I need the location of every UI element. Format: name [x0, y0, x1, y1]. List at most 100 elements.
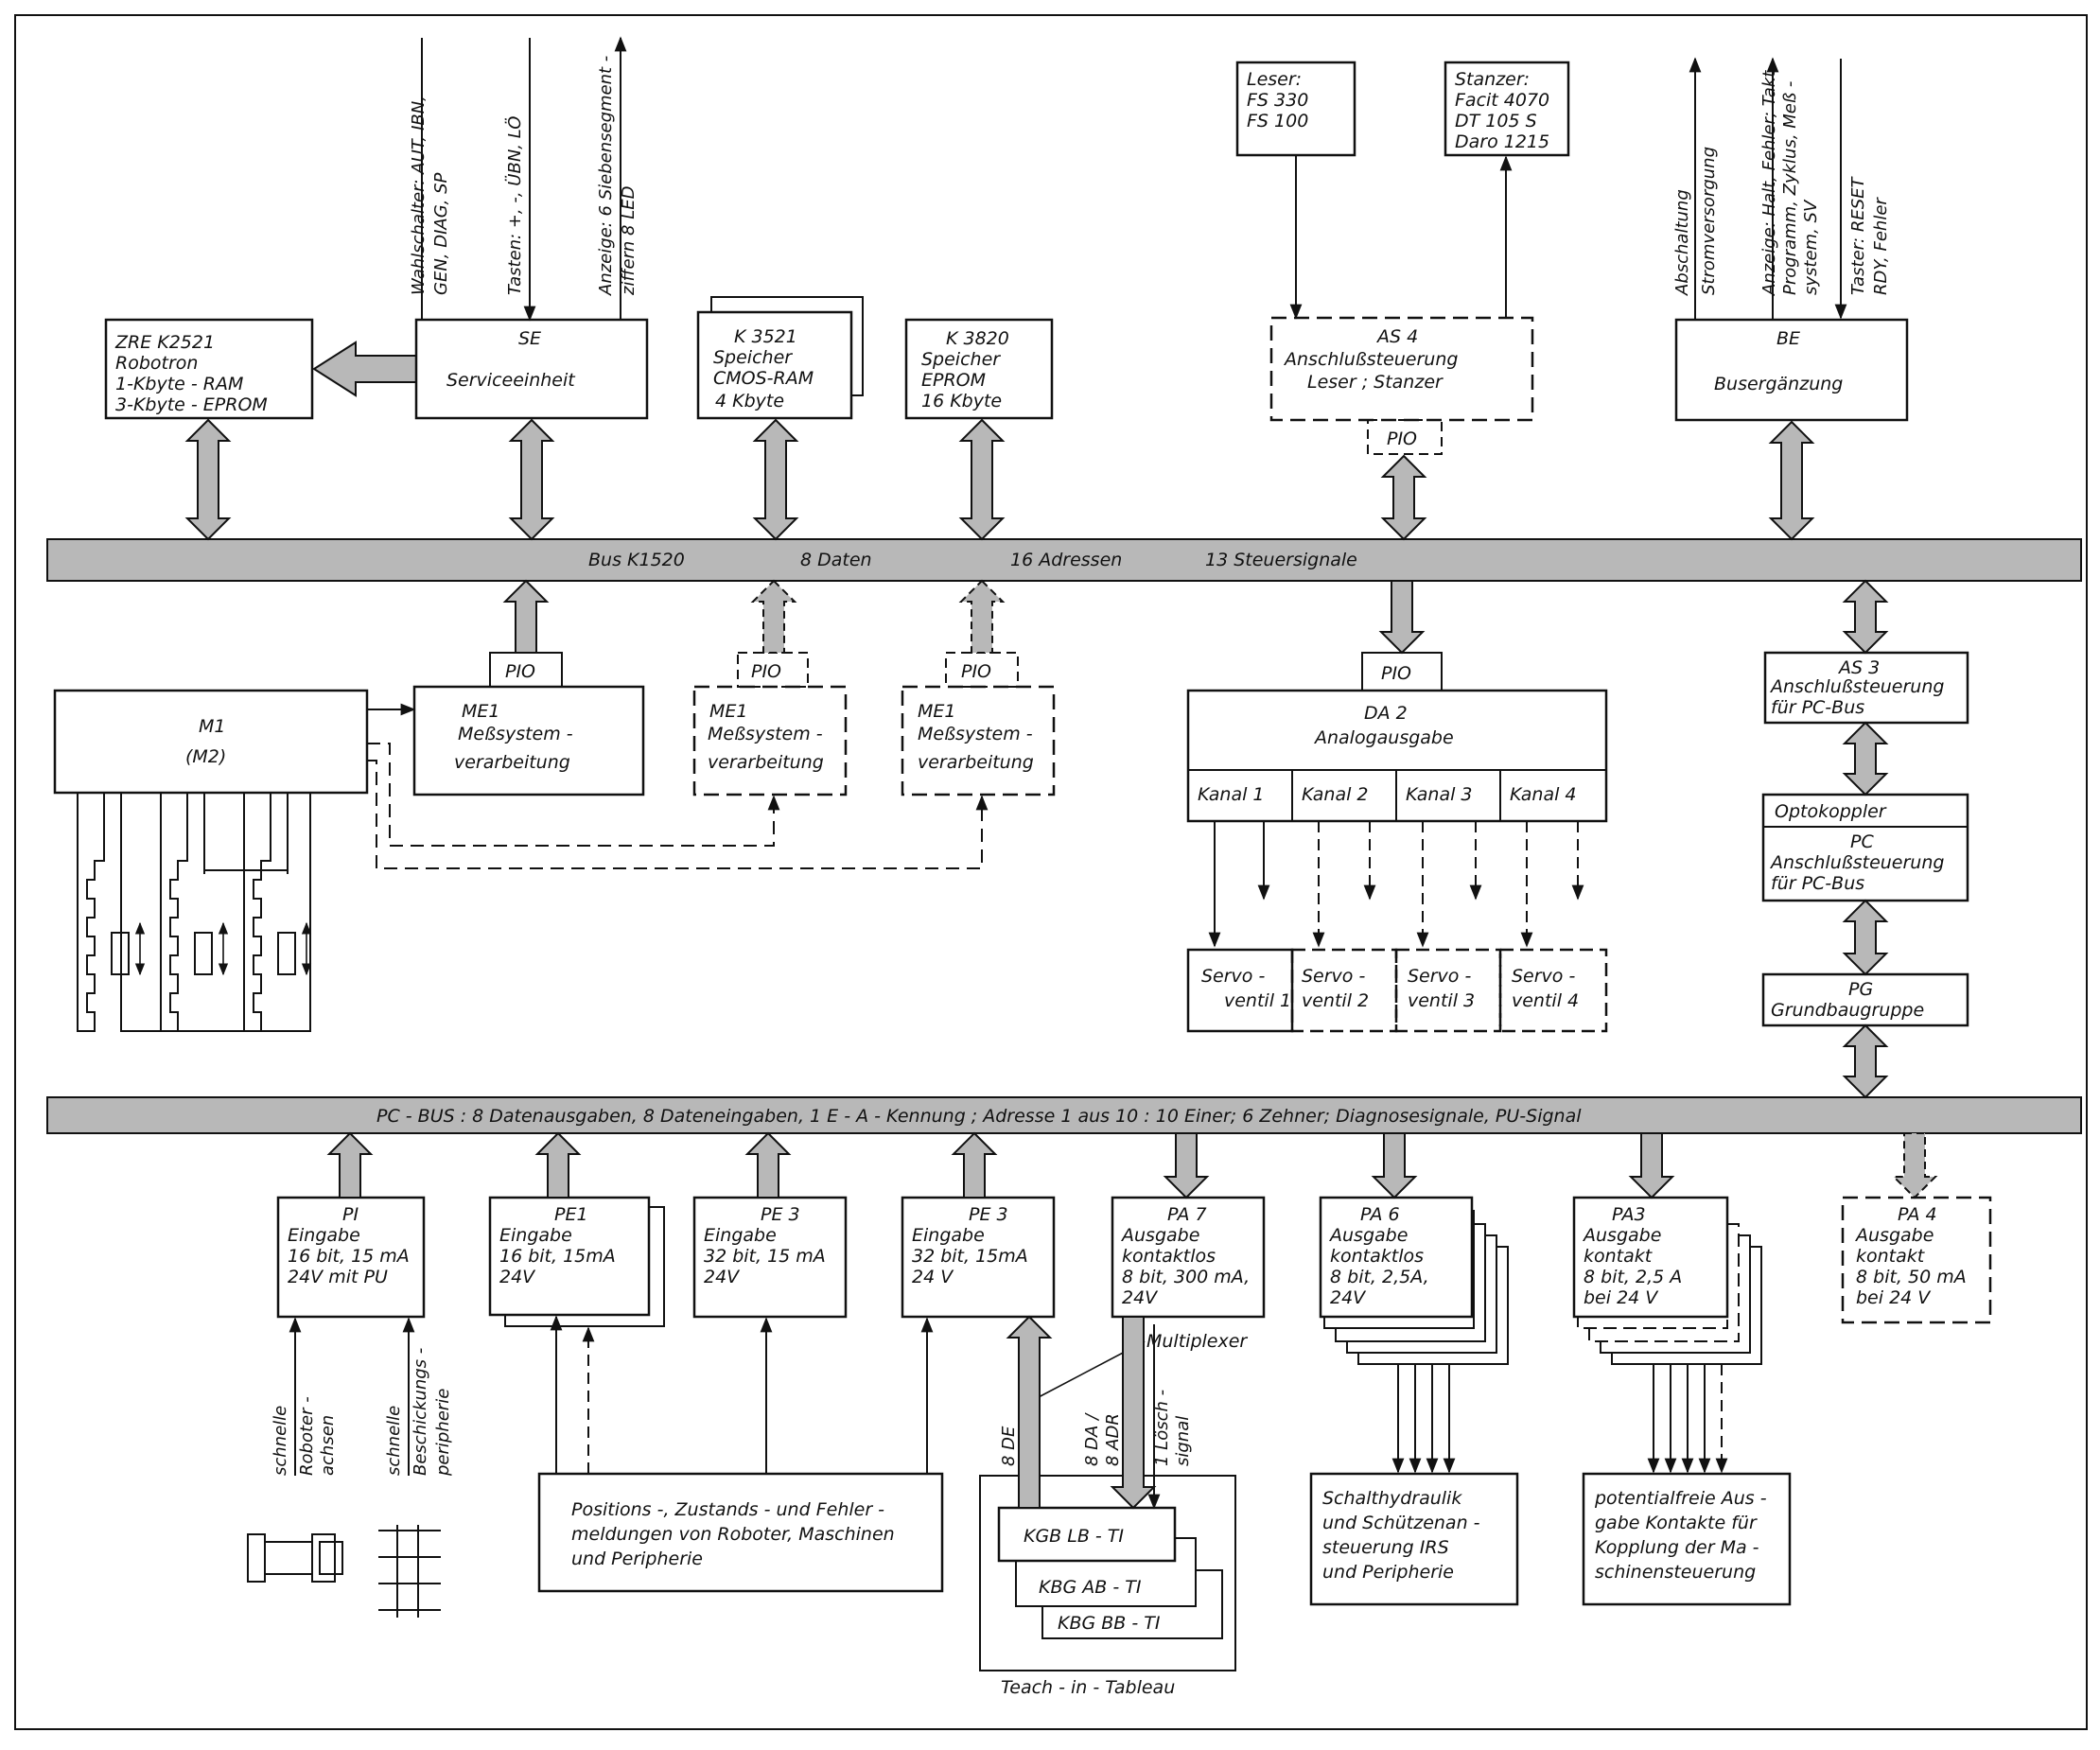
- pg-line-2: Grundbaugruppe: [1771, 1000, 1924, 1021]
- pa7-line-1: PA 7: [1167, 1204, 1207, 1225]
- me1c-box: [901, 685, 1056, 796]
- k3820-line-4: 16 Kbyte: [921, 391, 1002, 411]
- k3820-bus-arrow: [958, 418, 1006, 541]
- pi-input-a-label-2: Roboter -: [297, 1396, 317, 1476]
- pa4-line-1: PA 4: [1898, 1204, 1937, 1225]
- pa4-line-4: 8 bit, 50 mA: [1856, 1267, 1967, 1287]
- se-block: SE Serviceeinheit: [414, 318, 649, 420]
- teach-in-tableau: KGB LB - TI KBG AB - TI KBG BB - TI Teac…: [979, 1475, 1236, 1698]
- me1b-bus-arrow: [750, 579, 797, 654]
- se-anzeige-label-1: Anzeige: 6 Siebensegment -: [596, 56, 616, 296]
- zre-line-1: ZRE K2521: [114, 332, 215, 353]
- me1a-line-3: verarbeitung: [454, 752, 570, 773]
- me1b-line-1: ME1: [709, 701, 748, 722]
- k3521-box: [696, 310, 853, 420]
- pe1-block: PE1 Eingabe 16 bit, 15mA 24V: [488, 1196, 665, 1327]
- me1-block-c: PIO ME1 Meßsystem - verarbeitung: [901, 652, 1056, 796]
- pi-line-4: 24V mit PU: [288, 1267, 388, 1287]
- pa6-output-arrows: [1391, 1364, 1456, 1474]
- as4-block: AS 4 Anschlußsteuerung Leser ; Stanzer P…: [1269, 316, 1534, 455]
- schalt-line-1: Schalthydraulik: [1322, 1488, 1462, 1509]
- pa6-line-5: 24V: [1330, 1287, 1367, 1308]
- pa3-bus-arrow: [1628, 1132, 1675, 1199]
- da2-kanal-1: Kanal 1: [1198, 784, 1265, 805]
- be-anzeige-label-1: Anzeige: Halt, Fehler; Takt: [1759, 70, 1779, 296]
- me1a-box: [412, 685, 645, 796]
- da2-kanal-2: Kanal 2: [1302, 784, 1369, 805]
- positions-block: Positions -, Zustands - und Fehler - mel…: [537, 1472, 944, 1593]
- positions-line-2: meldungen von Roboter, Maschinen: [571, 1524, 895, 1545]
- pa7-line-4: 8 bit, 300 mA,: [1122, 1267, 1250, 1287]
- stanzer-line-4: Daro 1215: [1455, 131, 1549, 152]
- m1-line-1: M1: [199, 716, 225, 737]
- me1a-bus-arrow: [502, 579, 550, 654]
- servo-4-line-2: ventil 4: [1512, 990, 1579, 1011]
- pa3-box: [1572, 1196, 1729, 1319]
- servo-1-line-1: Servo -: [1201, 966, 1265, 987]
- pi-input-a-label-3: achsen: [318, 1415, 338, 1476]
- kgb-bb-label: KBG BB - TI: [1058, 1613, 1161, 1634]
- servo-2-line-2: ventil 2: [1302, 990, 1369, 1011]
- da2-channel-arrows: [1208, 821, 1584, 948]
- pe3a-line-1: PE 3: [761, 1204, 800, 1225]
- zre-line-2: Robotron: [115, 353, 198, 374]
- leser-block: Leser: FS 330 FS 100: [1235, 61, 1356, 157]
- pe3b-block: PE 3 Eingabe 32 bit, 15mA 24 V: [901, 1196, 1056, 1319]
- pc-bus: PC - BUS : 8 Datenausgaben, 8 Dateneinga…: [46, 1096, 2082, 1134]
- pi-input-b-label-3: peripherie: [433, 1389, 453, 1477]
- tt-label-da-2: 8 ADR: [1103, 1413, 1123, 1466]
- schalt-line-4: und Peripherie: [1322, 1562, 1454, 1583]
- pi-input-b-label-2: Beschickungs -: [411, 1348, 430, 1476]
- stanzer-line-2: Facit 4070: [1455, 90, 1549, 111]
- me1c-line-3: verarbeitung: [918, 752, 1034, 773]
- potential-line-4: schinensteuerung: [1595, 1562, 1756, 1583]
- outer-frame: [14, 14, 2088, 1730]
- stanzer-box: [1444, 61, 1570, 157]
- da2-pio-label: PIO: [1381, 663, 1411, 684]
- pg-pcbus-arrow: [1842, 1024, 1889, 1099]
- m1-line-2: (M2): [185, 746, 226, 767]
- pa3-line-3: kontakt: [1584, 1246, 1654, 1267]
- potential-line-2: gabe Kontakte für: [1595, 1513, 1758, 1533]
- teach-label: Teach - in - Tableau: [1001, 1677, 1175, 1698]
- as3-line-3: für PC-Bus: [1771, 697, 1864, 718]
- tt-label-loesch-2: signal: [1173, 1416, 1193, 1466]
- me1-block-b: PIO ME1 Meßsystem - verarbeitung: [692, 652, 848, 796]
- schalt-line-2: und Schützenan -: [1322, 1513, 1480, 1533]
- k3521-line-2: Speicher: [713, 347, 793, 368]
- pe3b-line-2: Eingabe: [912, 1225, 985, 1246]
- as3-line-2: Anschlußsteuerung: [1769, 676, 1944, 697]
- me1b-pio-label: PIO: [751, 661, 781, 682]
- pe3a-block: PE 3 Eingabe 32 bit, 15 mA 24V: [692, 1196, 848, 1319]
- as4-pio-box: [1367, 419, 1443, 455]
- multiplexer-label: Multiplexer: [1146, 1331, 1248, 1352]
- pc-line-3: für PC-Bus: [1771, 873, 1864, 894]
- k3521-line-1: K 3521: [734, 326, 797, 347]
- potentialfrei-block: potentialfreie Aus - gabe Kontakte für K…: [1582, 1472, 1792, 1606]
- me1b-box: [692, 685, 848, 796]
- pe1-line-2: Eingabe: [499, 1225, 572, 1246]
- pe3a-bus-arrow: [744, 1131, 792, 1199]
- pe3b-line-3: 32 bit, 15mA: [912, 1246, 1028, 1267]
- measuring-system-sketch: [77, 793, 311, 1032]
- potential-line-3: Kopplung der Ma -: [1595, 1537, 1759, 1558]
- schalt-box: [1309, 1472, 1519, 1606]
- as4-bus-arrow: [1380, 454, 1427, 541]
- me1c-line-2: Meßsystem -: [918, 724, 1033, 744]
- bus-k1520-addr: 16 Adressen: [1010, 550, 1122, 570]
- kgb-lb-label: KGB LB - TI: [1024, 1526, 1124, 1547]
- servo-3-line-1: Servo -: [1408, 966, 1471, 987]
- pg-line-1: PG: [1848, 979, 1873, 1000]
- zre-line-4: 3-Kbyte - EPROM: [115, 394, 268, 415]
- k3820-line-3: EPROM: [921, 370, 986, 391]
- leser-line-1: Leser:: [1247, 69, 1302, 90]
- m1-to-me1b-dashed: [367, 743, 780, 847]
- be-title: BE: [1776, 328, 1800, 349]
- pe1-line-1: PE1: [554, 1204, 588, 1225]
- teach-da-arrow: [1110, 1316, 1157, 1510]
- pa3-block: PA3 Ausgabe kontakt 8 bit, 2,5 A bei 24 …: [1572, 1196, 1762, 1365]
- optokoppler-label: Optokoppler: [1775, 801, 1887, 822]
- tt-label-da-1: 8 DA /: [1082, 1412, 1102, 1466]
- k3820-box: [904, 318, 1054, 420]
- teach-de-arrow: [1006, 1315, 1053, 1509]
